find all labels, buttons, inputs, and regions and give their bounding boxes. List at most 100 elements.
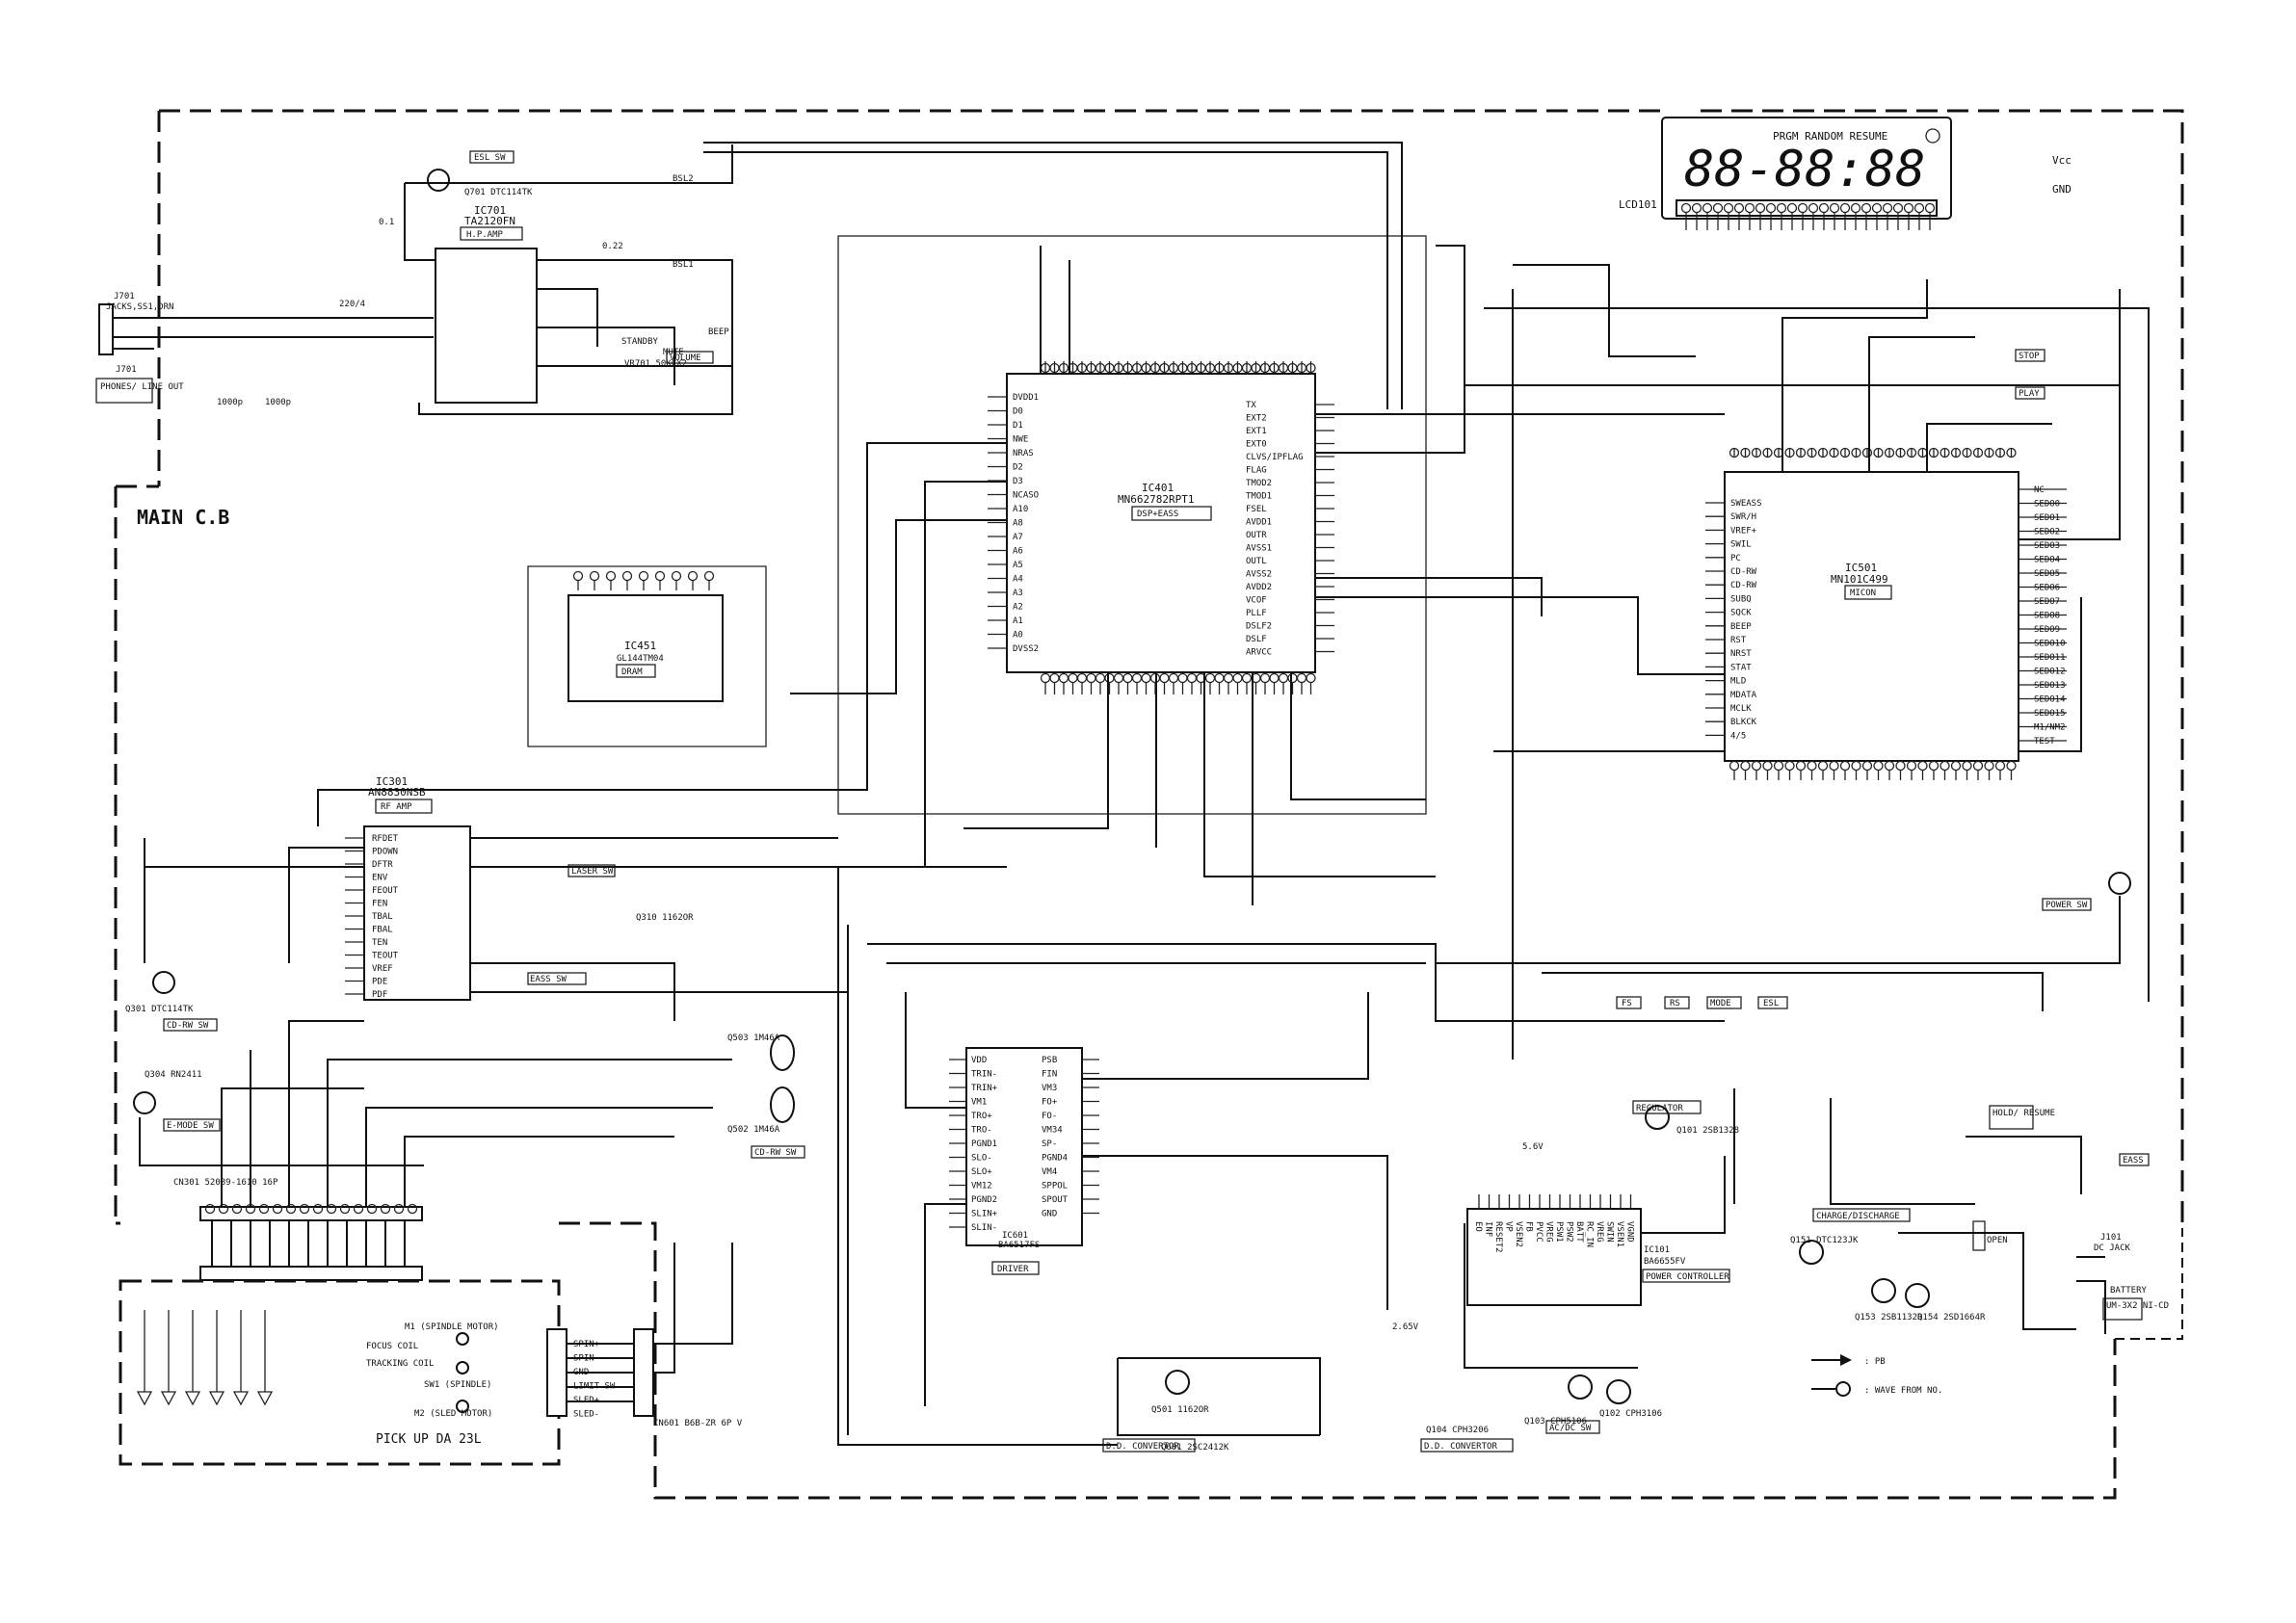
ic401-right-pin-label: OUTL [1246,557,1267,566]
volume-label: VOLUME [670,353,701,363]
ic501-bottom-pin [1884,760,1895,772]
ic101-pin-label: RC_IN [1585,1221,1595,1247]
lcd-pin [1892,202,1904,214]
ic301-left-pin-label: FBAL [372,926,393,935]
switch-hold-resume[interactable]: HOLD/ RESUME [1989,1105,2055,1130]
charge-label: CHARGE/DISCHARGE [1816,1212,1900,1221]
ic301-left-pin-label: ENV [372,874,388,883]
lcd-pin [1913,202,1925,214]
lcd-pin [1755,202,1766,214]
ic401-right-pin-label: EXT0 [1246,440,1267,450]
ic701-part: TA2120FN [464,215,515,227]
ic501-left-pin-label: 4/5 [1730,731,1746,741]
ic301-left-pin-label: TEOUT [372,952,399,961]
switch-open[interactable]: OPEN [1972,1220,2008,1251]
ic501-bottom-pin [1917,760,1928,772]
switch-eass[interactable]: EASS [2119,1153,2150,1166]
pickup-photodiode [256,1391,274,1406]
ic451-pins [572,570,715,590]
j701-jack[interactable]: J701 JACKS,SS1,DRN J701 PHONES/ LINE OUT [95,292,184,404]
ic501-left-pin-label: SUBQ [1730,594,1752,604]
ic601-pin-label: PSB [1042,1056,1057,1065]
ic501-bottom-pin [1839,760,1851,772]
ic501-bottom-pin [1784,760,1795,772]
switch-play[interactable]: PLAY [2015,386,2045,400]
ic401-left-pins: DVDD1D0D1NWENRASD2D3NCASOA10A8A7A6A5A4A3… [988,393,1039,654]
lcd-pin [1680,202,1692,214]
pickup-photodiode [160,1391,177,1406]
lcd-pin [1733,202,1745,214]
cn601-signal-label: SLED- [573,1410,599,1420]
ic401-bottom-pin [1168,672,1179,684]
pickup-photodiode [184,1391,201,1406]
ic501-right-pin-label: SEDO14 [2034,695,2066,705]
ic401-bottom-pin [1232,672,1243,684]
ic501-right-pin-label: SEDO6 [2034,584,2060,593]
pickup-photodiode [208,1391,225,1406]
ic601-pin-label: SLO- [971,1154,992,1164]
ic451-top-pin [638,570,649,582]
ic501-left-pin-label: CD-RW [1730,567,1757,577]
switch-rs[interactable]: RS [1664,996,1690,1009]
ic401-bottom-pin [1269,672,1280,684]
ic401-left-pin-label: NRAS [1013,449,1034,458]
ic601-pin-label: GND [1042,1210,1057,1219]
ic601-pin-label: FO- [1042,1112,1057,1121]
ic501-left-pin-label: SQCK [1730,609,1752,618]
ic101-pin-label: VREG [1595,1221,1604,1243]
ic501-bottom-pin [1762,760,1773,772]
ic301-left-pin-label: TEN [372,938,387,948]
ic401-right-pin-label: ARVCC [1246,648,1272,658]
ic451-dram: IC451 GL144TM04 DRAM [527,565,767,747]
q151-label: Q151 DTC123JK [1790,1236,1859,1245]
lcd-pin [1723,202,1734,214]
ic401-left-pin-label: A10 [1013,505,1028,514]
emode-sw-label: E-MODE SW [167,1121,214,1131]
ic401-right-pin-label: VCOF [1246,596,1267,606]
ic401-bottom-pin [1113,672,1124,684]
ic401-left-pin-label: A2 [1013,603,1023,613]
cn301-pin [258,1203,270,1215]
cn301-pin [218,1203,229,1215]
ic301-pins: RFDETPDOWNDFTRENVFEOUTFENTBALFBALTENTEOU… [345,834,399,1000]
ic401-right-pin-label: DSLF [1246,635,1267,644]
ic401-bottom-pin [1223,672,1234,684]
ic401-right-pin-label: FSEL [1246,505,1267,514]
ic301-function: RF AMP [381,802,412,812]
ic601-pin-label: PGND4 [1042,1154,1068,1164]
ic501-right-pin-label: SEDO10 [2034,640,2066,649]
ic301-left-pin-label: VREF [372,964,393,974]
ic401-bottom-pin [1068,672,1078,684]
ic451-ref: IC451 [624,640,656,652]
ic401-right-pin-label: FLAG [1246,466,1267,476]
ic301-rf-amp: IC301 AN8830NSB RF AMP RFDETPDOWNDFTRENV… [125,775,1007,1159]
ic601-pin-label: FIN [1042,1070,1057,1080]
ic501-bottom-pin [1807,760,1817,772]
eass-sw-label: EASS SW [530,975,567,984]
battery-type: UM-3X2 NI-CD [2106,1301,2169,1311]
switch-power[interactable]: POWER SW [2042,898,2092,911]
switch-esl[interactable]: ESL [1757,996,1788,1009]
vr701-label: VR701 50KCX2 [624,359,687,369]
c712-value: 0.22 [602,242,623,251]
ic601-function: DRIVER [997,1265,1029,1274]
switch-fs[interactable]: FS [1616,996,1642,1009]
ic101-pin-label: VSEN1 [1615,1221,1624,1247]
ic401-right-pin-label: DSLF2 [1246,622,1272,632]
ic301-left-pin-label: PDF [372,990,387,1000]
ic101-pin-label: PSW2 [1565,1221,1574,1243]
switch-rs-label: RS [1670,999,1680,1008]
ic501-bottom-pin [1861,760,1873,772]
pickup-photodiode [136,1391,153,1406]
ic601-pin-label: TRO+ [971,1112,992,1121]
ic501-bottom-pin [1972,760,1984,772]
legend-wave: : WAVE FROM NO. [1864,1386,1942,1396]
ic401-left-pin-label: A4 [1013,575,1023,585]
ic501-bottom-pins [1729,760,2017,780]
v265-label: 2.65V [1392,1322,1419,1332]
ic501-left-pin-label: SWEASS [1730,499,1762,509]
switch-mode[interactable]: MODE [1706,996,1742,1009]
ic401-left-pin-label: A8 [1013,519,1023,529]
switch-stop[interactable]: STOP [2015,349,2045,362]
